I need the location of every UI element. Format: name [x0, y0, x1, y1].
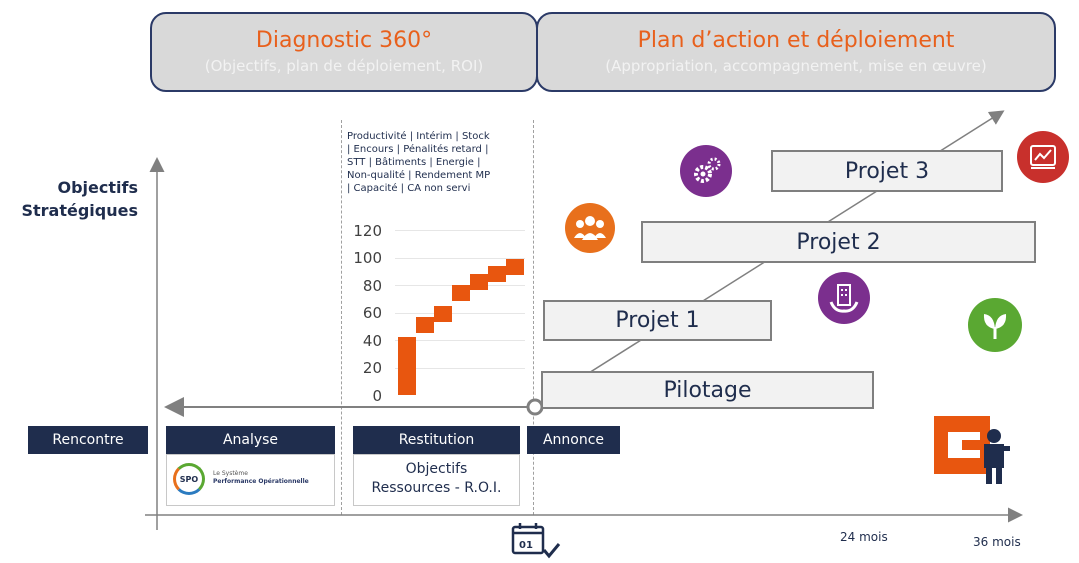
milestone-dot	[526, 398, 544, 416]
spo-text: Le Système Performance Opérationnelle	[213, 470, 309, 485]
chart-bar	[416, 316, 434, 333]
growth-chart-icon	[1017, 131, 1069, 183]
y-tick-label: 0	[372, 387, 382, 405]
separator-line	[341, 120, 342, 515]
spo-abbr: SPO	[179, 474, 199, 484]
step-analyse: Analyse	[166, 426, 335, 454]
spo-logo-icon: SPO	[173, 463, 205, 495]
y-tick-label: 80	[362, 277, 382, 295]
phase-title: Plan d’action et déploiement	[637, 28, 955, 53]
phase-plan-action: Plan d’action et déploiement (Appropriat…	[536, 12, 1056, 92]
step-rencontre: Rencontre	[28, 426, 148, 454]
step-restitution: Restitution	[353, 426, 520, 454]
y-tick-label: 20	[362, 359, 382, 377]
analyse-box: SPO Le Système Performance Opérationnell…	[166, 454, 335, 506]
step-annonce: Annonce	[527, 426, 620, 454]
y-axis-label: Objectifs Stratégiques	[21, 178, 138, 220]
chart-bar	[506, 258, 524, 275]
y-tick-label: 120	[353, 222, 382, 240]
indicators-list: Productivité | Intérim | Stock | Encours…	[347, 131, 491, 194]
restitution-box: Objectifs Ressources - R.O.I.	[353, 454, 520, 506]
phase-subtitle: (Objectifs, plan de déploiement, ROI)	[204, 57, 484, 75]
people-icon	[565, 203, 615, 253]
chart-bar	[470, 274, 488, 290]
pilotage-bar: Pilotage	[541, 371, 874, 409]
time-label-36-mois: 36 mois	[973, 535, 1021, 549]
chart-bar	[452, 285, 470, 301]
phase-title: Diagnostic 360°	[255, 28, 433, 53]
separator-line	[533, 120, 534, 515]
chart-bar	[398, 337, 416, 395]
logo-figure-icon	[934, 416, 1010, 484]
chart-bar	[488, 265, 506, 282]
leaf-icon	[968, 298, 1022, 352]
phase-subtitle: (Appropriation, accompagnement, mise en …	[605, 57, 987, 75]
building-hands-icon	[818, 272, 870, 324]
gears-icon	[680, 145, 732, 197]
time-label-24-mois: 24 mois	[840, 530, 888, 544]
y-tick-label: 100	[353, 249, 382, 267]
svg-text:01: 01	[519, 540, 533, 551]
y-tick-label: 40	[362, 332, 382, 350]
project-2-bar: Projet 2	[641, 221, 1036, 263]
y-tick-label: 60	[362, 304, 382, 322]
project-1-bar: Projet 1	[543, 300, 772, 341]
chart-bar	[434, 305, 452, 322]
project-3-bar: Projet 3	[771, 150, 1003, 192]
calendar-icon: 01	[511, 523, 561, 559]
phase-diagnostic: Diagnostic 360° (Objectifs, plan de dépl…	[150, 12, 538, 92]
